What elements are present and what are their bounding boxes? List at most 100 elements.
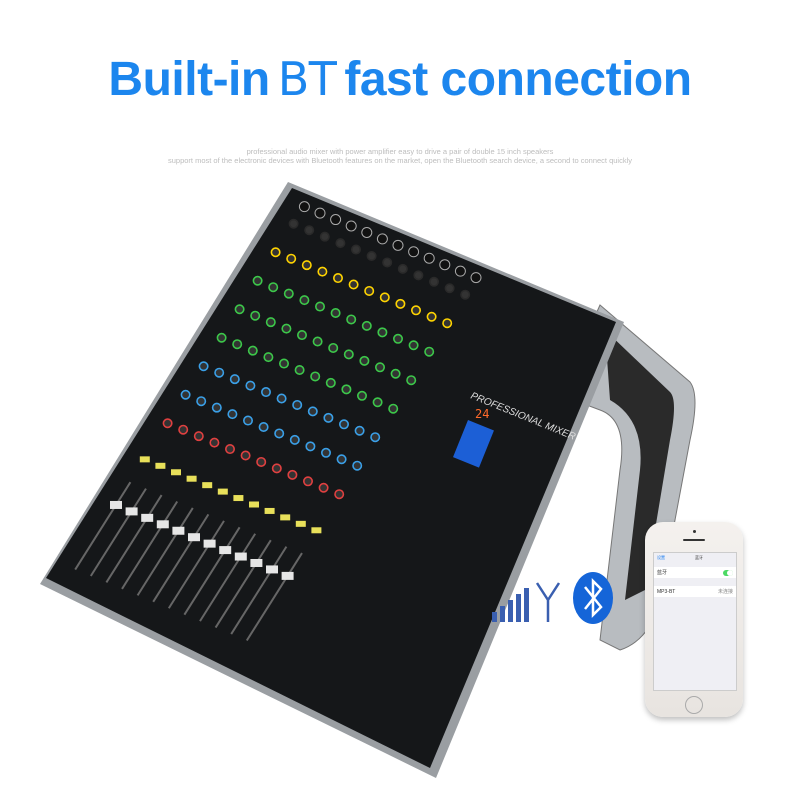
- channel-knob[interactable]: [372, 397, 383, 408]
- channel-knob[interactable]: [268, 282, 279, 293]
- channel-knob[interactable]: [243, 415, 254, 426]
- channel-knob[interactable]: [325, 377, 336, 388]
- channel-knob[interactable]: [256, 456, 267, 467]
- channel-fader[interactable]: [281, 571, 294, 580]
- channel-knob[interactable]: [247, 345, 258, 356]
- home-button[interactable]: [685, 696, 703, 714]
- channel-knob[interactable]: [304, 225, 315, 236]
- channel-knob[interactable]: [364, 285, 375, 296]
- channel-knob[interactable]: [428, 276, 439, 287]
- channel-knob[interactable]: [278, 358, 289, 369]
- channel-knob[interactable]: [289, 434, 300, 445]
- channel-knob[interactable]: [336, 454, 347, 465]
- channel-knob[interactable]: [370, 432, 381, 443]
- channel-knob[interactable]: [354, 425, 365, 436]
- channel-knob[interactable]: [270, 247, 281, 258]
- channel-knob[interactable]: [320, 447, 331, 458]
- channel-button[interactable]: [295, 520, 306, 527]
- channel-knob[interactable]: [413, 270, 424, 281]
- channel-knob[interactable]: [198, 361, 209, 372]
- channel-button[interactable]: [202, 482, 213, 489]
- channel-knob[interactable]: [379, 292, 390, 303]
- channel-knob[interactable]: [350, 244, 361, 255]
- channel-knob[interactable]: [180, 389, 191, 400]
- channel-knob[interactable]: [193, 431, 204, 442]
- channel-knob[interactable]: [162, 418, 173, 429]
- channel-knob[interactable]: [406, 375, 417, 386]
- channel-knob[interactable]: [334, 489, 345, 500]
- channel-button[interactable]: [186, 475, 197, 482]
- channel-knob[interactable]: [245, 380, 256, 391]
- channel-knob[interactable]: [335, 238, 346, 249]
- channel-knob[interactable]: [225, 444, 236, 455]
- channel-button[interactable]: [171, 469, 181, 476]
- channel-button[interactable]: [264, 507, 275, 514]
- channel-knob[interactable]: [444, 283, 455, 294]
- channel-knob[interactable]: [274, 428, 285, 439]
- channel-fader[interactable]: [188, 533, 200, 542]
- channel-knob[interactable]: [211, 402, 222, 413]
- channel-button[interactable]: [155, 462, 166, 469]
- channel-knob[interactable]: [374, 362, 385, 373]
- channel-knob[interactable]: [346, 314, 357, 325]
- channel-knob[interactable]: [352, 460, 363, 471]
- channel-knob[interactable]: [263, 352, 274, 363]
- channel-knob[interactable]: [408, 340, 419, 351]
- channel-knob[interactable]: [305, 441, 316, 452]
- channel-knob[interactable]: [377, 327, 388, 338]
- channel-knob[interactable]: [178, 424, 189, 435]
- channel-knob[interactable]: [240, 450, 251, 461]
- channel-knob[interactable]: [323, 412, 334, 423]
- channel-button[interactable]: [139, 456, 150, 463]
- channel-fader[interactable]: [141, 513, 154, 522]
- channel-knob[interactable]: [214, 367, 225, 378]
- channel-fader[interactable]: [172, 526, 185, 535]
- channel-knob[interactable]: [307, 406, 318, 417]
- bluetooth-toggle[interactable]: [723, 569, 733, 576]
- channel-fader[interactable]: [125, 507, 138, 516]
- channel-knob[interactable]: [302, 476, 313, 487]
- channel-fader[interactable]: [203, 539, 216, 548]
- channel-knob[interactable]: [348, 279, 359, 290]
- channel-fader[interactable]: [110, 500, 122, 509]
- channel-knob[interactable]: [382, 257, 393, 268]
- channel-knob[interactable]: [294, 364, 305, 375]
- channel-fader[interactable]: [266, 565, 278, 574]
- channel-knob[interactable]: [232, 339, 243, 350]
- channel-fader[interactable]: [234, 552, 247, 561]
- channel-knob[interactable]: [397, 263, 408, 274]
- channel-knob[interactable]: [292, 399, 303, 410]
- back-button[interactable]: 设置: [657, 555, 665, 560]
- channel-knob[interactable]: [395, 298, 406, 309]
- channel-button[interactable]: [233, 495, 244, 502]
- channel-knob[interactable]: [258, 421, 269, 432]
- channel-fader[interactable]: [156, 520, 169, 529]
- channel-knob[interactable]: [196, 396, 207, 407]
- channel-knob[interactable]: [271, 463, 282, 474]
- channel-knob[interactable]: [318, 482, 329, 493]
- channel-knob[interactable]: [366, 251, 377, 262]
- channel-button[interactable]: [280, 514, 291, 521]
- channel-knob[interactable]: [343, 349, 354, 360]
- channel-knob[interactable]: [314, 301, 325, 312]
- channel-button[interactable]: [249, 501, 259, 508]
- channel-knob[interactable]: [234, 304, 245, 315]
- channel-button[interactable]: [217, 488, 228, 495]
- channel-knob[interactable]: [424, 346, 435, 357]
- channel-knob[interactable]: [229, 374, 240, 385]
- channel-knob[interactable]: [426, 311, 437, 322]
- channel-knob[interactable]: [332, 273, 343, 284]
- channel-knob[interactable]: [260, 387, 271, 398]
- channel-knob[interactable]: [301, 260, 312, 271]
- channel-knob[interactable]: [388, 403, 399, 414]
- channel-knob[interactable]: [281, 323, 292, 334]
- channel-knob[interactable]: [390, 368, 401, 379]
- channel-knob[interactable]: [312, 336, 323, 347]
- channel-knob[interactable]: [392, 333, 403, 344]
- channel-fader[interactable]: [219, 546, 232, 555]
- channel-knob[interactable]: [359, 355, 370, 366]
- channel-knob[interactable]: [460, 289, 471, 300]
- channel-knob[interactable]: [283, 288, 294, 299]
- channel-knob[interactable]: [287, 469, 298, 480]
